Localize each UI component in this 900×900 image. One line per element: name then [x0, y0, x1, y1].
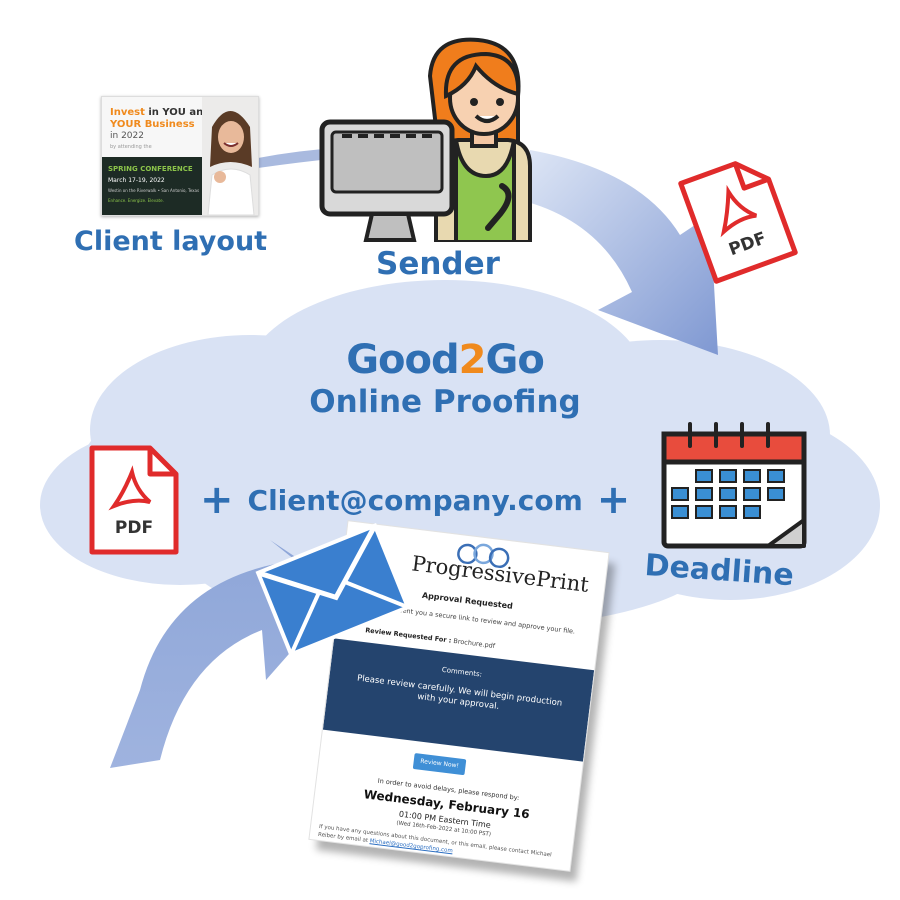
brand-logo-2: 2: [458, 337, 487, 383]
flyer-event-title: SPRING CONFERENCE: [108, 165, 193, 173]
recipient-row: + Client@company.com +: [200, 478, 630, 522]
review-now-button[interactable]: Review Now!: [412, 753, 467, 776]
flyer-event-venue: Westin on the Riverwalk • San Antonio, T…: [108, 188, 200, 193]
client-layout-label: Client layout: [74, 226, 268, 257]
flyer-event-block: SPRING CONFERENCE March 17-19, 2022 West…: [102, 157, 202, 215]
arrow-sender-to-cloud: [520, 150, 718, 355]
pdf-icon-top: PDF: [673, 147, 803, 289]
email-heading: Approval Requested: [421, 590, 514, 611]
flyer-year: in 2022: [110, 131, 144, 141]
calendar-icon: [661, 422, 807, 549]
plus-icon: +: [596, 477, 631, 523]
sender-label: Sender: [376, 246, 500, 282]
flyer-person-photo: [202, 97, 258, 215]
review-file: Brochure.pdf: [452, 636, 496, 650]
brand-logo-good: Good: [346, 337, 459, 383]
person-at-computer-icon: [319, 37, 532, 242]
flyer-subheadline: YOUR Business: [110, 119, 195, 130]
flyer-headline: Invest in YOU and: [110, 107, 210, 118]
plus-icon: +: [200, 477, 234, 523]
flyer-event-tagline: Enhance. Energize. Elevate.: [108, 198, 164, 203]
pdf-file-icon: [89, 445, 179, 555]
brand-tagline: Online Proofing: [309, 384, 581, 420]
client-layout-flyer: Invest in YOU and YOUR Business in 2022 …: [101, 96, 259, 216]
flyer-headline-accent: Invest: [110, 107, 145, 118]
flyer-headline-rest: in YOU and: [144, 107, 211, 118]
progressive-print-logo-icon: [457, 543, 510, 569]
email-comments-panel: Comments: Please review carefully. We wi…: [322, 638, 595, 762]
flyer-attending: by attending the: [110, 144, 152, 150]
brand-logo: Good2Go: [300, 338, 590, 382]
envelope-icon: [255, 523, 411, 657]
flyer-event-dates: March 17-19, 2022: [108, 177, 165, 184]
pdf-file-icon: [678, 161, 798, 284]
approval-email-preview: ProgressivePrint Approval Requested Cust…: [309, 521, 609, 871]
pdf-icon-left: PDF: [88, 444, 180, 556]
brand-block: Good2Go Online Proofing: [300, 338, 590, 422]
brand-logo-go: Go: [485, 337, 544, 383]
pdf-label: PDF: [114, 518, 154, 538]
recipient-email: Client@company.com: [247, 483, 583, 517]
